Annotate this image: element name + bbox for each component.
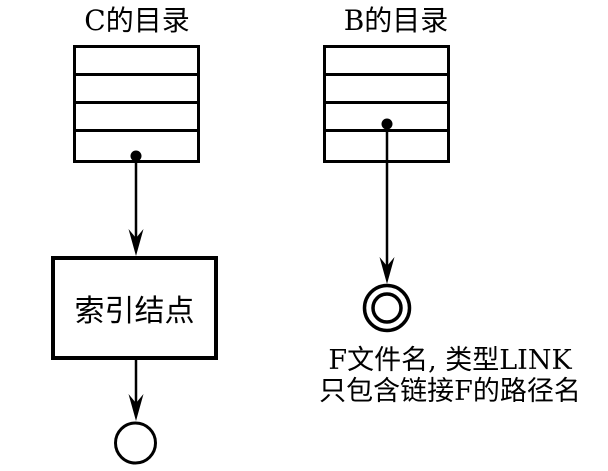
inode-box: 索引结点 — [51, 256, 218, 360]
inode-to-file-arrowhead-icon — [128, 394, 144, 421]
directory-entry-row — [326, 48, 447, 76]
c-to-inode-arrowhead-icon — [128, 229, 144, 256]
caption-line-1: F文件名, 类型LINK — [328, 345, 572, 376]
directory-entry-row — [326, 76, 447, 104]
directory-entry-row — [326, 132, 447, 160]
directory-entry-row — [76, 76, 197, 104]
c-directory-table — [73, 45, 200, 163]
directory-entry-row — [76, 48, 197, 76]
inode-box-label: 索引结点 — [74, 294, 195, 329]
caption-line-2: 只包含链接F的路径名 — [319, 376, 581, 407]
directory-entry-row — [76, 132, 197, 160]
b-to-link-arrowhead-icon — [379, 257, 395, 284]
link-double-circle-inner-icon — [371, 292, 403, 324]
directory-entry-row — [326, 104, 447, 132]
file-circle-node-icon — [114, 421, 157, 465]
link-file-caption: F文件名, 类型LINK 只包含链接F的路径名 — [300, 345, 600, 407]
directory-entry-row — [76, 104, 197, 132]
c-directory-title: C的目录 — [84, 4, 190, 37]
b-directory-table — [323, 45, 450, 163]
link-double-circle-outer-icon — [362, 283, 412, 333]
b-directory-title: B的目录 — [343, 4, 449, 37]
